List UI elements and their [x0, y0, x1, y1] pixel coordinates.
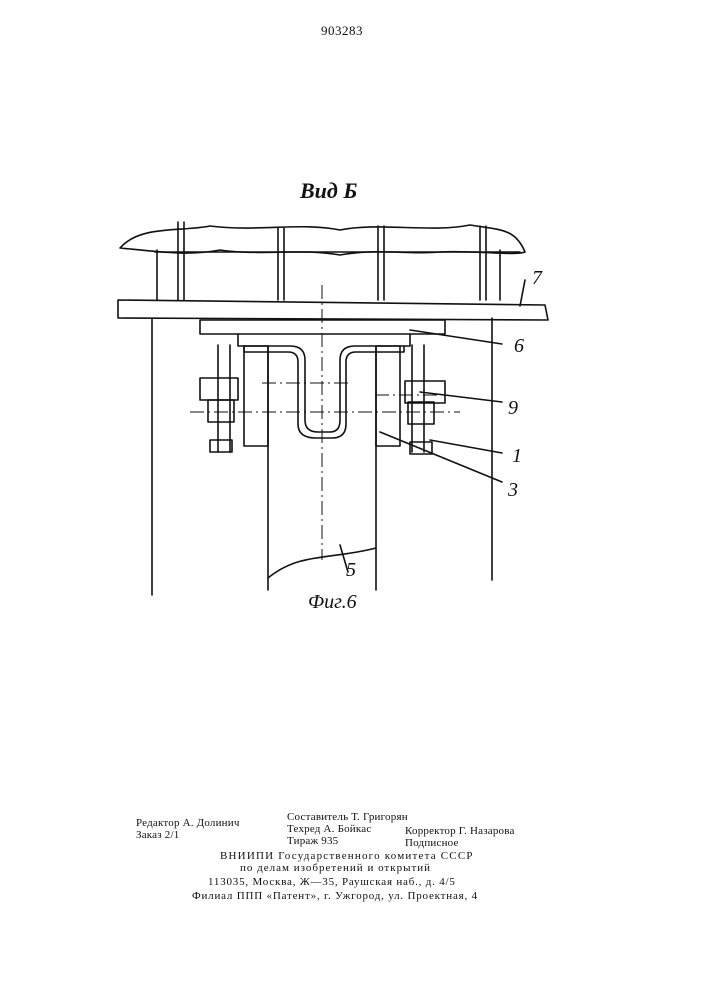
- imprint-org-line1: ВНИИПИ Государственного комитета СССР: [220, 851, 474, 862]
- callout-6: 6: [514, 336, 524, 356]
- callout-9: 9: [508, 398, 518, 418]
- imprint-techred: Техред А. Бойкас: [287, 824, 371, 835]
- callout-7: 7: [532, 268, 542, 288]
- imprint-corrector: Корректор Г. Назарова: [405, 826, 515, 837]
- imprint-circulation: Тираж 935: [287, 836, 338, 847]
- figure-label: Фиг.6: [308, 592, 357, 612]
- callout-5: 5: [346, 560, 356, 580]
- imprint-subscription: Подписное: [405, 838, 459, 849]
- imprint-branch: Филиал ППП «Патент», г. Ужгород, ул. Про…: [192, 891, 478, 902]
- imprint-order: Заказ 2/1: [136, 830, 179, 841]
- imprint-editor: Редактор А. Долинич: [136, 818, 240, 829]
- imprint-org-line2: по делам изобретений и открытий: [240, 863, 431, 874]
- imprint-address: 113035, Москва, Ж—35, Раушская наб., д. …: [208, 877, 456, 888]
- imprint-compiler: Составитель Т. Григорян: [287, 812, 408, 823]
- callout-1: 1: [512, 446, 522, 466]
- callout-3: 3: [508, 480, 518, 500]
